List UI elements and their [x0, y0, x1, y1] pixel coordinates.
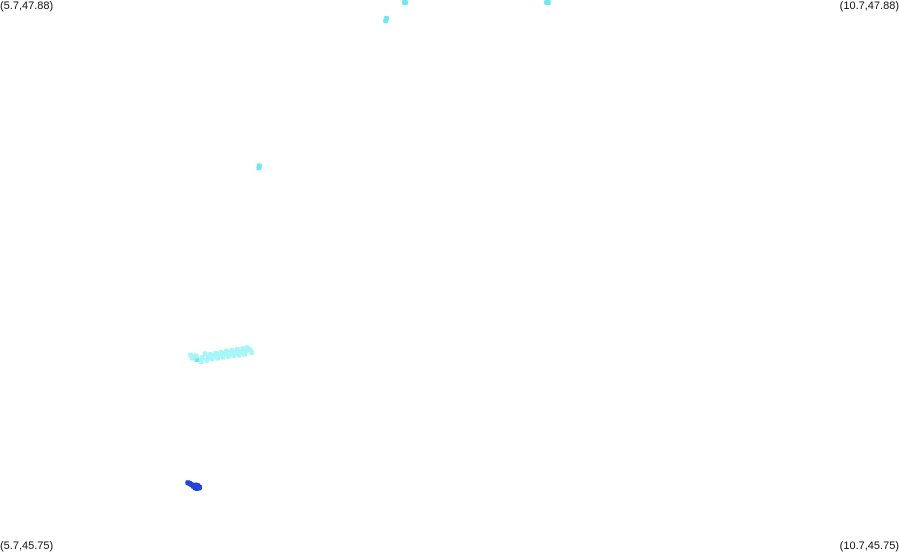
map-point: [256, 165, 262, 171]
map-point: [236, 352, 242, 358]
map-point: [218, 349, 224, 355]
map-point: [220, 354, 226, 360]
map-point: [189, 355, 195, 361]
map-point: [234, 347, 240, 353]
map-point: [229, 347, 235, 353]
corner-label-bottom-right: (10.7,45.75): [839, 540, 899, 552]
corner-label-bottom-left: (5.7,45.75): [0, 540, 54, 552]
map-point: [249, 349, 255, 355]
map-point: [199, 355, 205, 361]
corner-label-top-left: (5.7,47.88): [0, 0, 54, 12]
map-point: [402, 0, 408, 5]
map-point: [202, 351, 208, 357]
map-point: [198, 359, 204, 365]
map-point: [207, 352, 213, 358]
corner-label-top-right: (10.7,47.88): [839, 0, 899, 12]
map-point: [215, 355, 221, 361]
map-point: [231, 353, 237, 359]
map-point: [224, 348, 230, 354]
map-point: [240, 346, 246, 352]
map-point: [383, 18, 389, 24]
map-point: [244, 345, 250, 351]
map-point: [545, 0, 551, 5]
map-point: [225, 353, 231, 359]
map-point: [204, 357, 210, 363]
map-point: [193, 482, 199, 488]
map-point: [209, 356, 215, 362]
map-point: [213, 350, 219, 356]
map-point: [242, 351, 248, 357]
